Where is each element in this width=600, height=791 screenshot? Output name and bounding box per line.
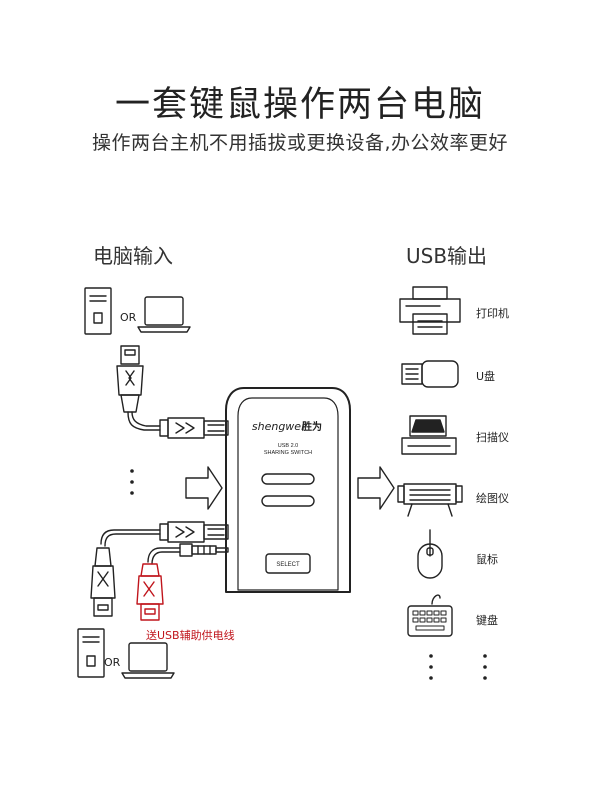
usb-a-plug-top (116, 345, 144, 413)
ellipsis-right (429, 654, 487, 680)
plotter-icon (397, 483, 463, 517)
usb-b-plug-top (159, 417, 229, 439)
keyboard-icon (407, 594, 453, 637)
scanner-icon (401, 415, 457, 455)
mouse-icon (417, 529, 443, 579)
usb-b-plug-bottom (159, 521, 229, 543)
device-label-printer: 打印机 (476, 307, 509, 320)
aux-power-label: 送USB辅助供电线 (146, 629, 235, 642)
device-label-keyboard: 键盘 (476, 614, 498, 627)
usb-a-plug-aux (136, 563, 164, 621)
dc-power-plug (179, 543, 229, 557)
input-heading: 电脑输入 (93, 244, 173, 268)
laptop-icon (137, 296, 191, 333)
arrow-right-right (357, 466, 395, 510)
output-heading: USB输出 (406, 244, 488, 268)
brand-cn-text: 胜为 (301, 420, 322, 433)
sharing-switch-device (225, 387, 351, 593)
device-label-usb-drive: U盘 (476, 370, 496, 383)
usb-a-plug-bottom-main (90, 547, 116, 617)
device-label-scanner: 扫描仪 (476, 431, 509, 444)
desktop-tower-icon (84, 287, 112, 335)
ellipsis-left (130, 469, 134, 495)
laptop-icon-bottom (121, 642, 175, 679)
desktop-tower-icon-bottom (77, 628, 105, 678)
printer-icon (399, 286, 461, 335)
page-title: 一套键鼠操作两台电脑 (114, 85, 485, 125)
or-label-top: OR (120, 311, 137, 324)
page-subtitle: 操作两台主机不用插拔或更换设备,办公效率更好 (91, 132, 509, 154)
usb-drive-icon (401, 360, 459, 388)
device-label-mouse: 鼠标 (476, 553, 498, 566)
model-line2-text: SHARING SWITCH (264, 450, 312, 456)
brand-en-text: shengwei (252, 420, 304, 433)
device-label-plotter: 绘图仪 (476, 492, 509, 505)
select-button-label: SELECT (276, 562, 300, 568)
arrow-right-left (185, 466, 223, 510)
or-label-bottom: OR (104, 656, 121, 669)
model-line1-text: USB 2.0 (278, 443, 298, 449)
